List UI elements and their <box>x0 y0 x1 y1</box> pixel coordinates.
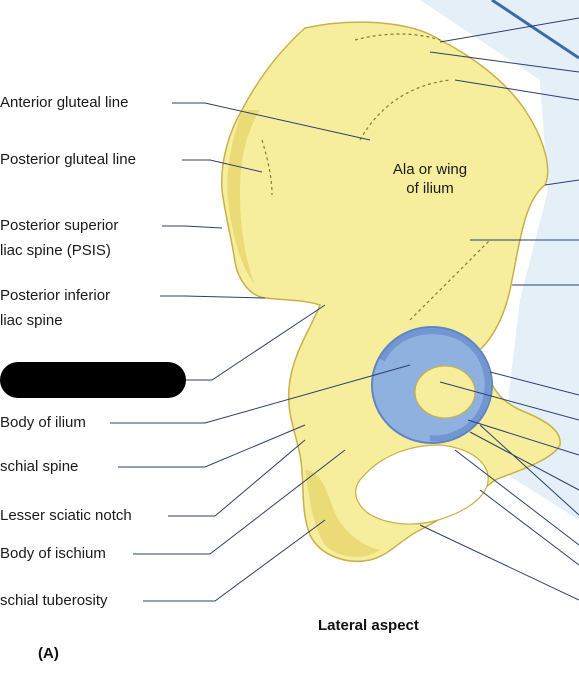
top-edge-line <box>491 0 579 60</box>
leader-anterior-gluteal-line <box>172 102 371 141</box>
label-piis-line2: liac spine <box>0 312 63 329</box>
anterior-gluteal-line-mark <box>359 79 451 141</box>
iliac-crest-mark <box>354 33 441 41</box>
label-lesser-sciatic-notch: Lesser sciatic notch <box>0 507 132 524</box>
ischium-shadow <box>305 470 380 557</box>
label-body-of-ischium: Body of ischium <box>0 545 106 562</box>
leader-body-of-ilium <box>110 364 411 424</box>
label-psis-line2: liac spine (PSIS) <box>0 242 111 259</box>
leader-redacted <box>185 304 326 381</box>
background-panel <box>420 0 579 520</box>
label-piis-line1: Posterior inferior <box>0 287 111 304</box>
acetabular-fossa <box>414 365 476 419</box>
leader-lines-left <box>110 102 411 602</box>
leader-body-of-ischium <box>133 449 346 555</box>
leader-lesser-sciatic-notch <box>168 439 306 517</box>
label-posterior-gluteal-line: Posterior gluteal line <box>0 151 136 168</box>
acetabulum-lunate-rim <box>379 328 491 442</box>
redacted-label <box>0 362 186 398</box>
leader-piis <box>160 295 266 299</box>
inferior-gluteal-line-mark <box>409 239 491 321</box>
leader-posterior-gluteal-line <box>182 159 263 173</box>
label-ischial-spine: schial spine <box>0 458 79 475</box>
label-ischial-tuberosity: schial tuberosity <box>0 592 108 609</box>
posterior-edge-shadow <box>227 110 260 285</box>
leader-ischial-spine <box>118 424 306 468</box>
leader-lines-right <box>419 17 579 601</box>
label-anterior-gluteal-line: Anterior gluteal line <box>0 94 129 111</box>
caption-lateral-aspect: Lateral aspect <box>318 617 419 634</box>
leader-ischial-tuberosity <box>143 519 326 602</box>
obturator-foramen <box>354 444 489 525</box>
label-body-of-ilium: Body of ilium <box>0 414 86 431</box>
label-ala-of-ilium: Ala or wing of ilium <box>392 161 468 197</box>
leader-psis <box>162 225 223 229</box>
hip-bone-shape <box>221 21 561 562</box>
panel-letter: (A) <box>38 645 59 662</box>
label-psis-line1: Posterior superior <box>0 217 119 234</box>
